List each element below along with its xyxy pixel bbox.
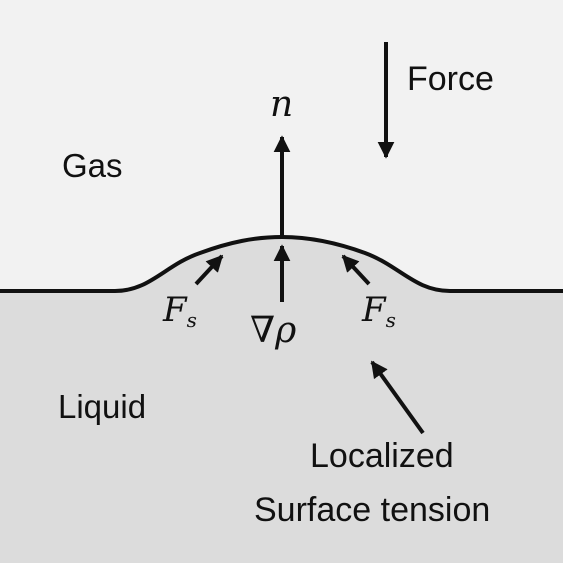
gas-label: Gas [62, 147, 123, 184]
fs-right-label: Fs [362, 290, 396, 332]
force-label: Force [407, 60, 494, 98]
fs-right-arrow [341, 254, 371, 286]
fs-left-subscript: s [186, 308, 197, 332]
liquid-region [0, 237, 563, 563]
liquid-label: Liquid [58, 388, 147, 425]
localized-pointer-arrow [370, 360, 425, 435]
fs-left-arrow [194, 254, 224, 286]
localized-label-line1: Localized [310, 437, 454, 475]
normal-label: n [270, 84, 294, 125]
localized-label-line2: Surface tension [254, 491, 491, 529]
fs-left-symbol: F [163, 290, 187, 330]
fs-right-subscript: s [385, 308, 396, 332]
fs-left-label: Fs [163, 290, 197, 332]
fs-right-symbol: F [362, 290, 386, 330]
density-gradient-label: ∇ρ [250, 310, 297, 351]
